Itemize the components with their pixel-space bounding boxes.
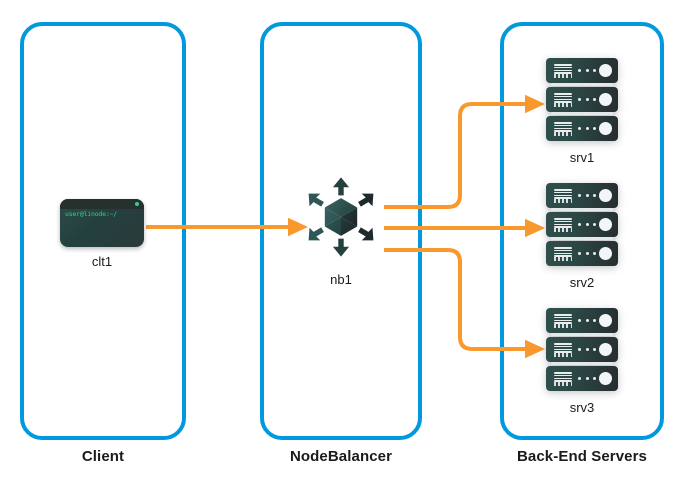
rack-dots-icon	[578, 127, 596, 130]
rack-unit	[546, 366, 618, 391]
rack-divider	[551, 112, 613, 115]
rack-divider	[551, 237, 613, 240]
rack-power-icon	[599, 218, 612, 231]
rack-divider	[551, 333, 613, 336]
rack-power-icon	[599, 314, 612, 327]
rack-ticks-icon	[554, 324, 572, 328]
rack-dots-icon	[578, 252, 596, 255]
rack-ticks-icon	[554, 257, 572, 261]
rack-ticks-icon	[554, 228, 572, 232]
rack-unit	[546, 116, 618, 141]
group-label-nodebalancer: NodeBalancer	[289, 448, 393, 465]
rack-unit	[546, 241, 618, 266]
rack-power-icon	[599, 343, 612, 356]
group-box-servers	[500, 22, 664, 440]
rack-divider	[551, 362, 613, 365]
rack-unit	[546, 212, 618, 237]
rack-power-icon	[599, 64, 612, 77]
node-label-srv1: srv1	[569, 150, 595, 165]
rack-dots-icon	[578, 223, 596, 226]
rack-power-icon	[599, 247, 612, 260]
terminal-prompt-text: user@linode:~/	[65, 210, 117, 218]
group-label-client: Client	[81, 448, 125, 465]
node-label-clt1: clt1	[91, 254, 113, 269]
rack-lines-icon	[554, 343, 572, 353]
rack-divider	[551, 208, 613, 211]
rack-ticks-icon	[554, 132, 572, 136]
nodebalancer-icon[interactable]	[296, 172, 386, 262]
rack-dots-icon	[578, 69, 596, 72]
rack-unit	[546, 337, 618, 362]
rack-lines-icon	[554, 122, 572, 132]
rack-ticks-icon	[554, 382, 572, 386]
rack-lines-icon	[554, 314, 572, 324]
rack-ticks-icon	[554, 199, 572, 203]
rack-lines-icon	[554, 218, 572, 228]
rack-power-icon	[599, 189, 612, 202]
rack-lines-icon	[554, 93, 572, 103]
rack-dots-icon	[578, 319, 596, 322]
rack-ticks-icon	[554, 353, 572, 357]
server-rack-icon-srv1[interactable]	[546, 58, 618, 142]
rack-dots-icon	[578, 98, 596, 101]
nodebalancer-core	[324, 198, 358, 236]
node-label-srv3: srv3	[569, 400, 595, 415]
server-rack-icon-srv2[interactable]	[546, 183, 618, 267]
rack-dots-icon	[578, 377, 596, 380]
rack-dots-icon	[578, 348, 596, 351]
group-box-nodebalancer	[260, 22, 422, 440]
terminal-titlebar	[60, 199, 144, 209]
rack-unit	[546, 308, 618, 333]
rack-ticks-icon	[554, 74, 572, 78]
terminal-icon[interactable]: user@linode:~/	[60, 199, 144, 247]
server-rack-icon-srv3[interactable]	[546, 308, 618, 392]
rack-power-icon	[599, 372, 612, 385]
terminal-status-dot-icon	[135, 202, 139, 206]
rack-lines-icon	[554, 189, 572, 199]
node-label-nb1: nb1	[330, 272, 352, 287]
rack-unit	[546, 58, 618, 83]
rack-divider	[551, 83, 613, 86]
node-label-srv2: srv2	[569, 275, 595, 290]
group-box-client	[20, 22, 186, 440]
rack-lines-icon	[554, 372, 572, 382]
rack-unit	[546, 87, 618, 112]
rack-power-icon	[599, 122, 612, 135]
nodebalancer-arrows	[308, 177, 374, 257]
rack-ticks-icon	[554, 103, 572, 107]
rack-dots-icon	[578, 194, 596, 197]
rack-lines-icon	[554, 247, 572, 257]
group-label-servers: Back-End Servers	[516, 448, 647, 465]
rack-lines-icon	[554, 64, 572, 74]
rack-power-icon	[599, 93, 612, 106]
rack-unit	[546, 183, 618, 208]
